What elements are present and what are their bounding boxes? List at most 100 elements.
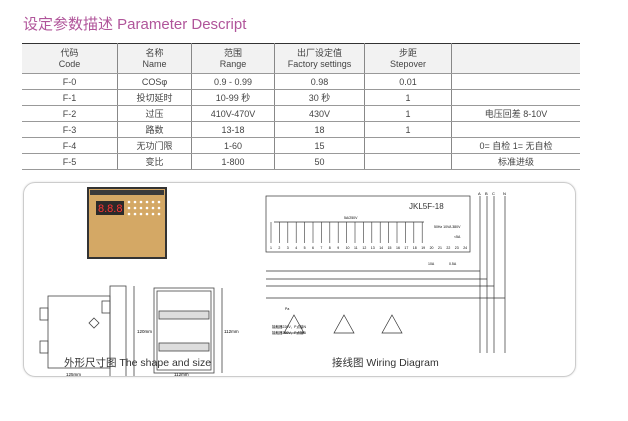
table-cell: 无功门限 bbox=[117, 137, 192, 154]
table-cell: F-2 bbox=[22, 105, 118, 122]
led-indicator bbox=[145, 200, 149, 204]
led-indicator bbox=[139, 206, 143, 210]
terminal-number: 9 bbox=[337, 246, 339, 250]
terminal-number: 12 bbox=[362, 246, 366, 250]
terminal-number: 2 bbox=[278, 246, 280, 250]
table-cell bbox=[451, 121, 580, 138]
led-indicator bbox=[133, 212, 137, 216]
table-cell: 1-800 bbox=[191, 153, 275, 170]
table-cell: 变比 bbox=[117, 153, 192, 170]
led-indicator bbox=[127, 212, 131, 216]
terminal-number: 17 bbox=[404, 246, 408, 250]
terminal-number: 13 bbox=[371, 246, 375, 250]
controller-front-photo: 8.8.8 bbox=[87, 187, 167, 259]
table-cell bbox=[451, 89, 580, 106]
led-indicator bbox=[157, 206, 161, 210]
table-cell: 1-60 bbox=[191, 137, 275, 154]
terminal-number: 5 bbox=[304, 246, 306, 250]
led-indicator bbox=[145, 206, 149, 210]
terminal-number: 14 bbox=[379, 246, 383, 250]
terminal-number: 7 bbox=[320, 246, 322, 250]
table-cell: 投切延时 bbox=[117, 89, 192, 106]
table-cell bbox=[451, 73, 580, 90]
table-cell: 15 bbox=[274, 137, 365, 154]
table-cell: F-5 bbox=[22, 153, 118, 170]
table-cell: 410V-470V bbox=[191, 105, 275, 122]
led-indicator bbox=[127, 206, 131, 210]
table-cell: 430V bbox=[274, 105, 365, 122]
terminal-number: 10 bbox=[346, 246, 350, 250]
terminal-number: 11 bbox=[354, 246, 358, 250]
wiring-diagram bbox=[265, 195, 506, 353]
led-indicator bbox=[133, 200, 137, 204]
table-cell bbox=[364, 137, 452, 154]
terminal-number: 15 bbox=[388, 246, 392, 250]
table-cell: 50 bbox=[274, 153, 365, 170]
table-cell: 1 bbox=[364, 89, 452, 106]
table-cell bbox=[364, 153, 452, 170]
current-rating: <5A bbox=[454, 235, 461, 239]
table-cell: 过压 bbox=[117, 105, 192, 122]
dim-front-height: 112mm bbox=[224, 329, 239, 334]
table-cell: 路数 bbox=[117, 121, 192, 138]
phase-b: B bbox=[485, 191, 488, 196]
table-cell: 1 bbox=[364, 105, 452, 122]
table-cell: 13-18 bbox=[191, 121, 275, 138]
table-cell: 18 bbox=[274, 121, 365, 138]
led-indicator bbox=[133, 206, 137, 210]
table-cell: 10-99 秒 bbox=[191, 89, 275, 106]
table-cell: F-4 bbox=[22, 137, 118, 154]
header-notes bbox=[451, 43, 580, 74]
phase-n: N bbox=[503, 191, 506, 196]
display-readout: 8.8.8 bbox=[98, 203, 122, 215]
fuse-05a: 0.5A bbox=[449, 262, 457, 266]
led-indicator bbox=[145, 212, 149, 216]
table-cell: 0= 自检 1= 无自检 bbox=[451, 137, 580, 154]
supply-rating: 50Hz 10VA 380V bbox=[434, 225, 461, 229]
terminal-number: 8 bbox=[329, 246, 331, 250]
dim-width: 125mm bbox=[66, 372, 81, 376]
dim-height: 120mm bbox=[137, 329, 152, 334]
terminal-number: 22 bbox=[446, 246, 450, 250]
table-cell: 0.98 bbox=[274, 73, 365, 90]
table-cell: 30 秒 bbox=[274, 89, 365, 106]
note-220v: 接触器220V，P点接N bbox=[272, 324, 307, 329]
note-380v: 接触器380V，P点接B bbox=[272, 330, 307, 335]
terminal-number: 4 bbox=[295, 246, 297, 250]
led-indicator bbox=[127, 200, 131, 204]
table-cell: 0.01 bbox=[364, 73, 452, 90]
table-cell: F-1 bbox=[22, 89, 118, 106]
table-cell: 1 bbox=[364, 121, 452, 138]
page-title: 设定参数描述 Parameter Descript bbox=[23, 16, 247, 33]
fuse-10a: 10A bbox=[428, 262, 435, 266]
terminal-number: 20 bbox=[430, 246, 434, 250]
table-cell: COSφ bbox=[117, 73, 192, 90]
terminal-number: 18 bbox=[413, 246, 417, 250]
led-indicator bbox=[139, 212, 143, 216]
terminal-number: 19 bbox=[421, 246, 425, 250]
phase-a: A bbox=[478, 191, 481, 196]
led-indicator bbox=[151, 212, 155, 216]
shape-caption: 外形尺寸图 The shape and size bbox=[64, 357, 212, 369]
phase-c: C bbox=[492, 191, 495, 196]
terminal-number: 21 bbox=[438, 246, 442, 250]
model-label: JKL5F-18 bbox=[409, 202, 444, 211]
terminal-number: 23 bbox=[455, 246, 459, 250]
terminal-number: 3 bbox=[287, 246, 289, 250]
table-cell: F-0 bbox=[22, 73, 118, 90]
led-indicator bbox=[151, 200, 155, 204]
terminal-number: 1 bbox=[270, 246, 272, 250]
